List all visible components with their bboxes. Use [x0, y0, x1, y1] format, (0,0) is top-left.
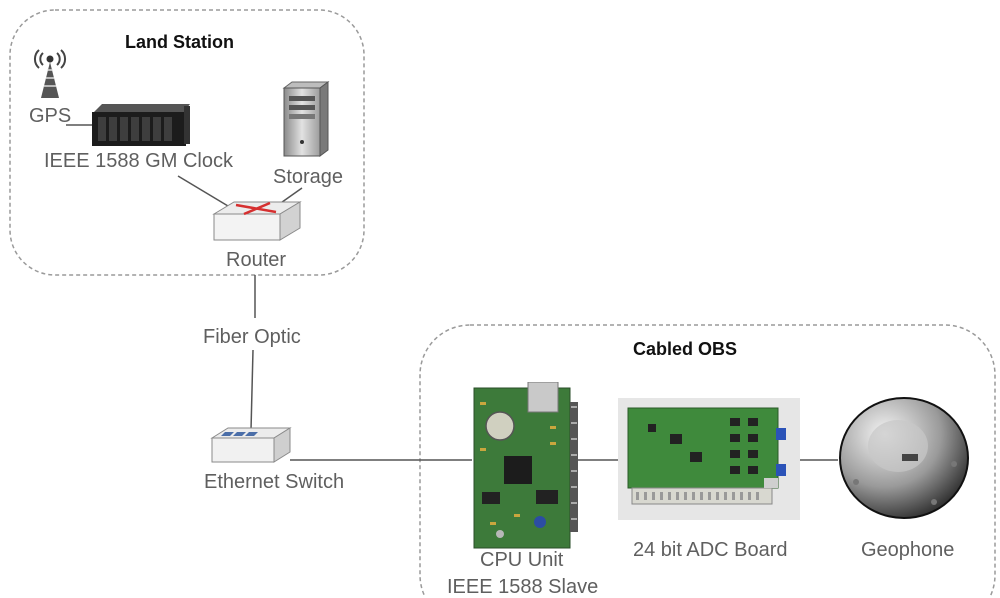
router-label: Router [226, 249, 287, 271]
geophone-image [839, 397, 969, 519]
land-station-title: Land Station [125, 32, 234, 52]
geophone-label: Geophone [861, 539, 955, 561]
cpu-slave-label: IEEE 1588 Slave [447, 576, 599, 598]
cpu-unit-label: CPU Unit [480, 549, 564, 571]
gps-antenna-icon [33, 49, 67, 98]
land-station-box [9, 9, 365, 276]
storage-label: Storage [273, 166, 344, 188]
cpu-board-image [473, 382, 578, 549]
ethernet-switch-icon [210, 427, 292, 463]
gm-clock-icon [92, 104, 190, 146]
router-icon [212, 201, 302, 241]
adc-board-image [618, 398, 800, 520]
storage-server-icon [282, 81, 330, 157]
ethernet-switch-label: Ethernet Switch [204, 471, 345, 493]
cabled-obs-title: Cabled OBS [633, 339, 738, 359]
fiber-optic-label: Fiber Optic [203, 326, 301, 348]
cabled-obs-box [419, 324, 996, 597]
gps-label: GPS [29, 105, 72, 127]
gm-clock-label: IEEE 1588 GM Clock [44, 150, 233, 172]
adc-board-label: 24 bit ADC Board [633, 539, 788, 561]
